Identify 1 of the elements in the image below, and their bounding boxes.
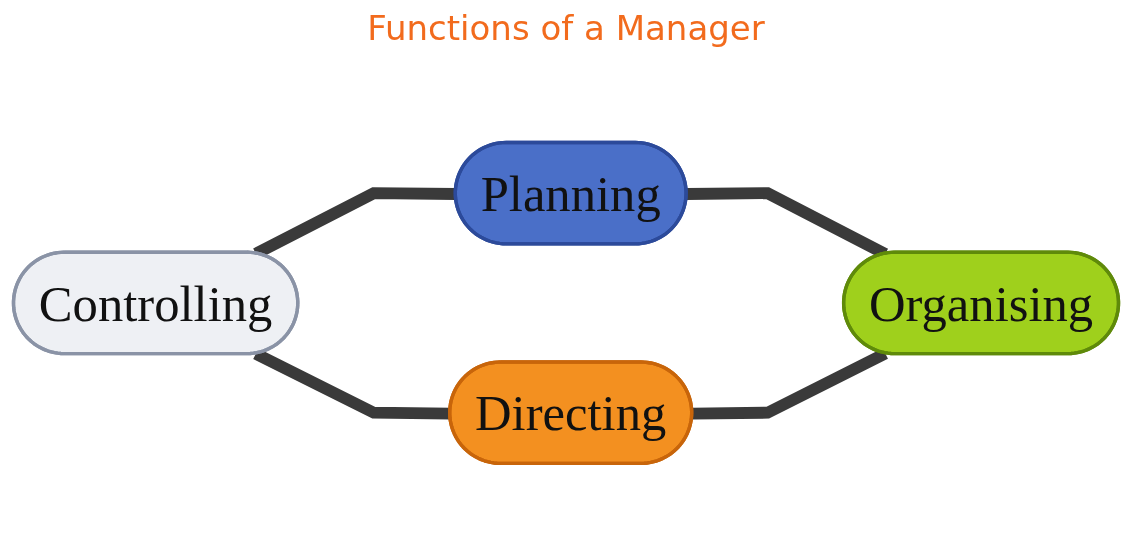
diagram-title: Functions of a Manager: [367, 8, 765, 48]
